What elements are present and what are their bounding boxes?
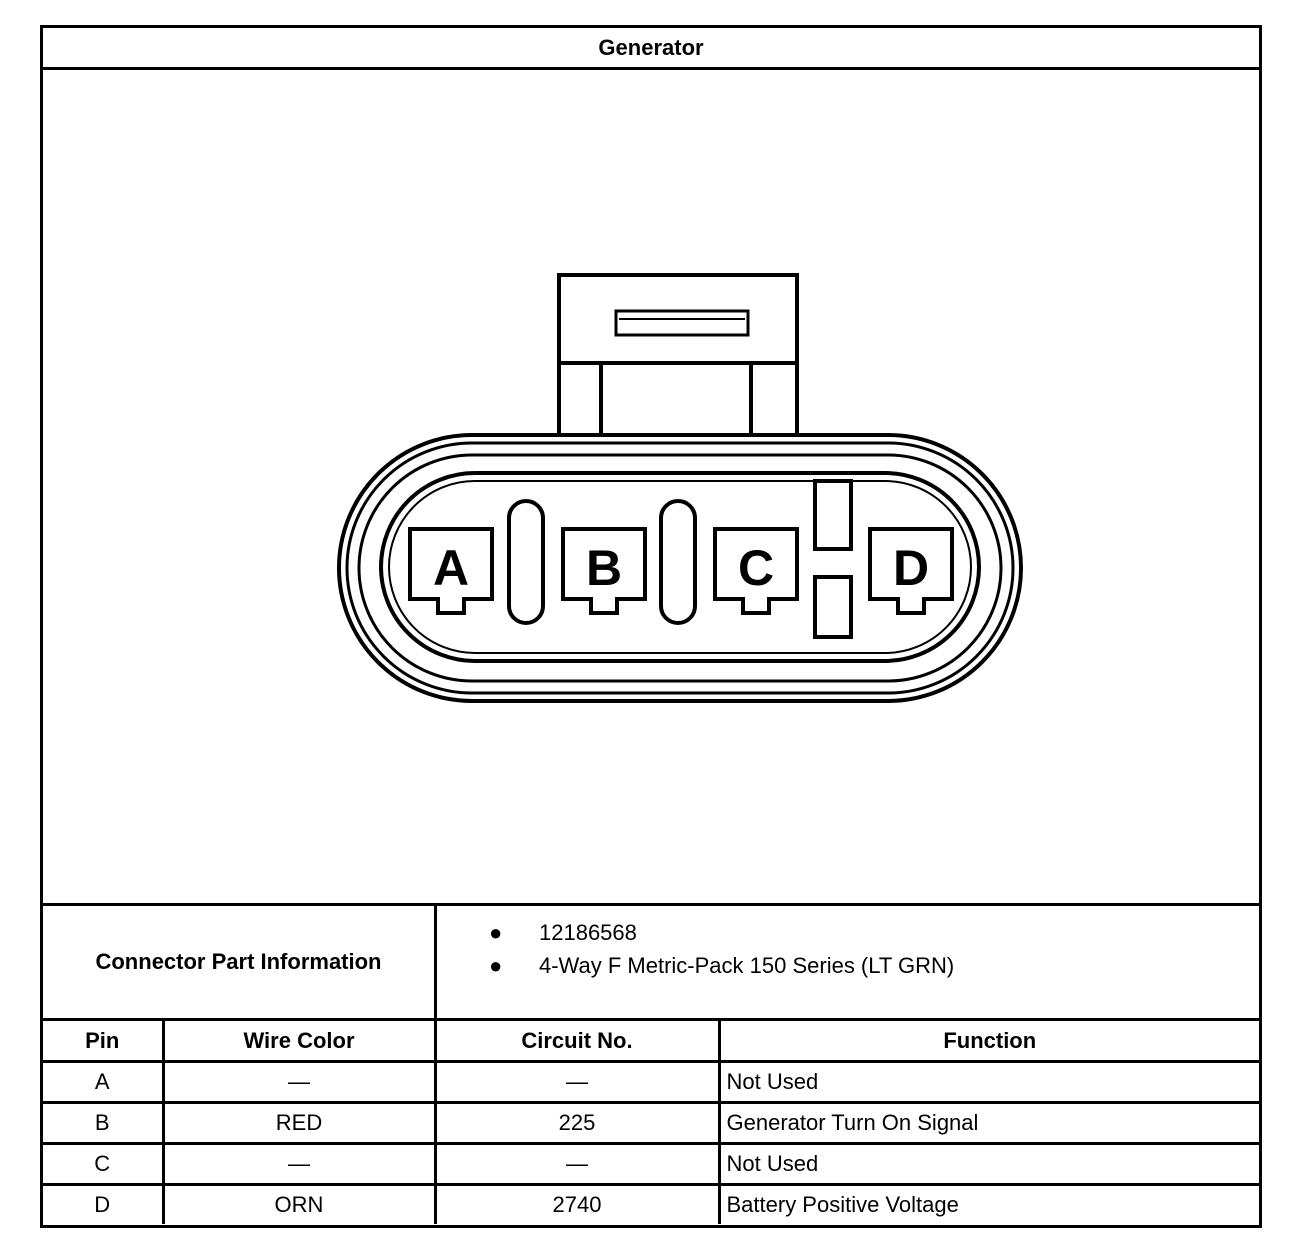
cell-pin: C — [43, 1143, 165, 1186]
connector-face — [379, 471, 981, 663]
cell-pin: B — [43, 1102, 165, 1145]
pin-cavity-b — [561, 527, 647, 615]
part-info-item: ● 12186568 — [437, 916, 1259, 949]
connector-diagram-area: A B C D — [43, 70, 1259, 904]
header-function: Function — [719, 1021, 1259, 1063]
part-number: 12186568 — [539, 920, 637, 945]
cell-function: Not Used — [719, 1143, 1259, 1186]
cell-function: Not Used — [719, 1061, 1259, 1104]
bullet-icon: ● — [489, 953, 503, 978]
connector-outer-shell — [337, 433, 1023, 703]
cell-function: Battery Positive Voltage — [726, 1192, 959, 1217]
connector-sheet: Generator — [40, 25, 1262, 1228]
cell-wire-color: ORN — [163, 1184, 437, 1224]
pin-label-d: D — [893, 540, 929, 596]
part-info-item: ● 4-Way F Metric-Pack 150 Series (LT GRN… — [437, 949, 1259, 982]
cell-circuit-no: — — [435, 1061, 721, 1104]
key-slot-upper — [813, 479, 853, 551]
connector-outer-shell-inner — [345, 441, 1015, 695]
pin-label-b: B — [586, 540, 622, 596]
connector-face-inner — [388, 480, 972, 654]
connector-part-info: Connector Part Information ● 12186568 ● … — [43, 903, 1259, 1021]
pin-label-c: C — [738, 540, 774, 596]
cell-circuit-no: 225 — [435, 1102, 721, 1145]
key-rib — [507, 499, 545, 625]
lock-tab — [557, 273, 799, 365]
cell-pin: D — [43, 1184, 165, 1224]
pin-cavity-a — [408, 527, 494, 615]
table-row: D ORN 2740 Battery Positive Voltage — [43, 1184, 1259, 1224]
cell-wire-color: — — [163, 1061, 437, 1104]
cell-circuit-no: 2740 — [435, 1184, 721, 1224]
cell-wire-color: RED — [163, 1102, 437, 1145]
pin-label-a: A — [433, 540, 469, 596]
cell-function: Generator Turn On Signal — [719, 1102, 1259, 1145]
pinout-table: Pin Wire Color Circuit No. Function A — … — [43, 1021, 1259, 1224]
header-wire-color: Wire Color — [163, 1021, 437, 1063]
table-row: C — — Not Used — [43, 1143, 1259, 1186]
cell-pin: A — [43, 1061, 165, 1104]
connector-seal — [357, 453, 1003, 683]
table-row: A — — Not Used — [43, 1061, 1259, 1104]
sheet-title: Generator — [43, 28, 1259, 70]
header-circuit-no: Circuit No. — [435, 1021, 721, 1063]
cell-wire-color: — — [163, 1143, 437, 1186]
pin-cavity-d — [868, 527, 954, 615]
part-info-label: Connector Part Information — [43, 906, 437, 1018]
key-rib — [659, 499, 697, 625]
header-pin: Pin — [43, 1021, 165, 1063]
cell-circuit-no: — — [435, 1143, 721, 1186]
table-header-row: Pin Wire Color Circuit No. Function — [43, 1021, 1259, 1063]
key-slot-lower — [813, 575, 853, 639]
part-description: 4-Way F Metric-Pack 150 Series (LT GRN) — [539, 953, 955, 978]
connector-face-diagram: A B C D — [337, 273, 1023, 703]
bullet-icon: ● — [489, 920, 503, 945]
part-info-list: ● 12186568 ● 4-Way F Metric-Pack 150 Ser… — [437, 906, 1259, 1028]
lock-slot — [614, 309, 750, 337]
pin-cavity-c — [713, 527, 799, 615]
table-row: B RED 225 Generator Turn On Signal — [43, 1102, 1259, 1145]
